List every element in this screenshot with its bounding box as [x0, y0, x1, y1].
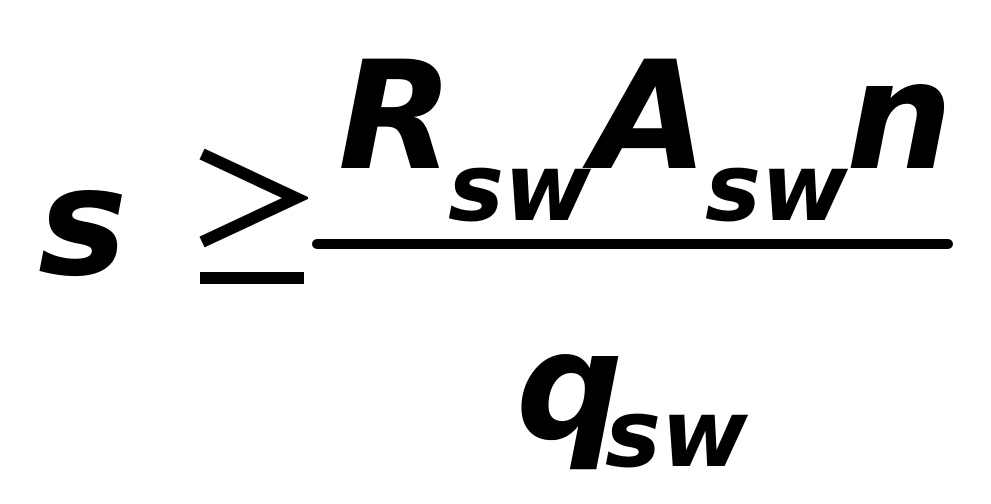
numerator-A-subscript: sw [705, 134, 848, 243]
denominator-q: q [516, 300, 624, 474]
denominator-q-subscript: sw [605, 380, 748, 489]
greater-or-equal-sign [196, 146, 308, 288]
numerator-A: A [592, 30, 709, 204]
fraction-bar [312, 239, 953, 249]
numerator-R: R [338, 30, 454, 204]
lhs-variable: s [38, 136, 128, 310]
numerator-R-subscript: sw [448, 134, 591, 243]
numerator-n: n [846, 30, 953, 204]
